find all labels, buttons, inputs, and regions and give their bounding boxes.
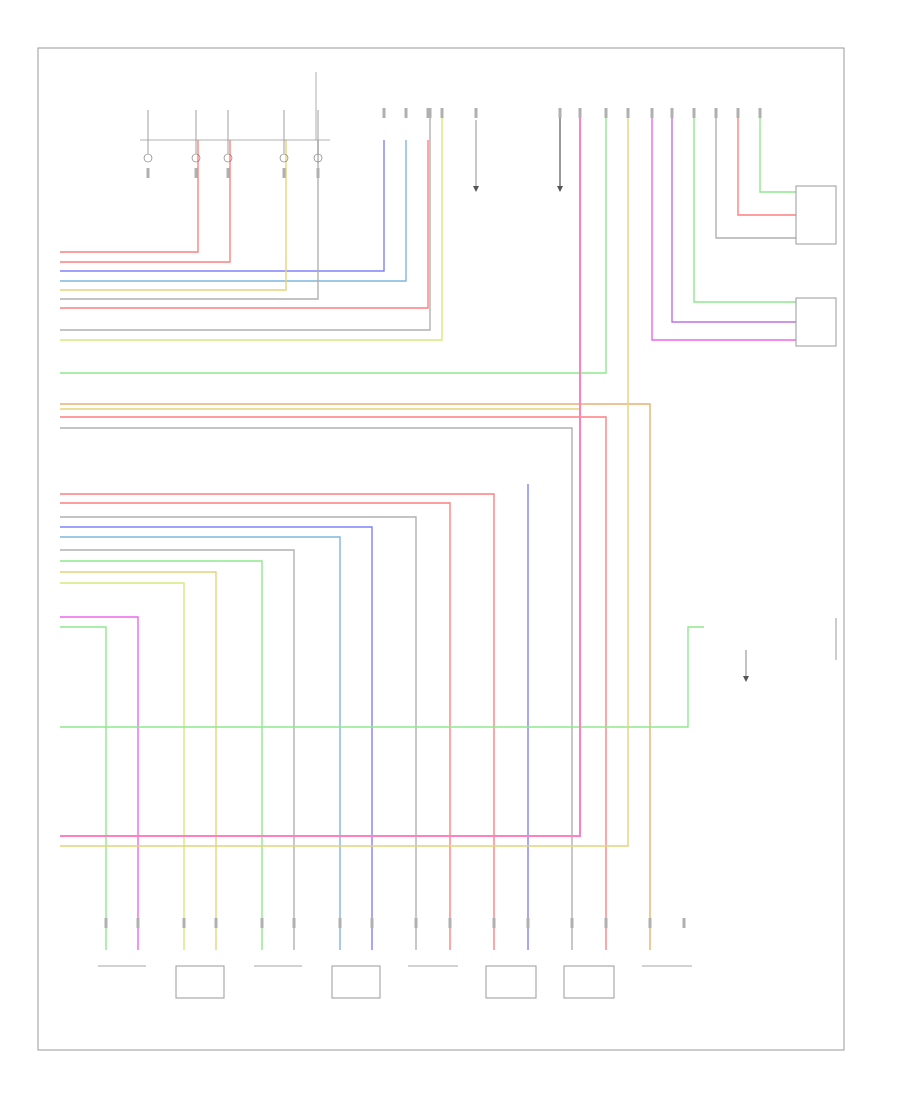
diagram-border [37,47,845,1051]
wire-terminal-marker [282,168,286,178]
wire-terminal-marker [558,108,562,118]
seat-belt-sensor-box [795,185,837,245]
wire-terminal-marker [692,108,696,118]
wire-terminal-marker [104,918,108,928]
wire-terminal-marker [136,918,140,928]
component-box [485,965,537,999]
wire-yg-d [60,582,185,950]
wire-terminal-marker [226,168,230,178]
component-box [175,965,225,999]
wire-red-b [60,493,495,950]
wire-terminal-marker [440,108,444,118]
wire-terminal-marker [182,918,186,928]
wire-terminal-marker [146,168,150,178]
fuse-icon [143,153,153,163]
wire-top-2 [60,140,385,272]
wire-terminal-marker [414,918,418,928]
wire-top-6 [60,140,429,309]
wire-mid-green [60,110,607,374]
wire-terminal-marker [570,918,574,928]
wire-gray-long [60,427,573,950]
wire-terminal-marker [492,918,496,928]
wire-right-6 [651,110,796,341]
wire-green-d [60,560,263,950]
wire-terminal-marker [426,108,430,118]
wire-terminal-marker [604,108,608,118]
seat-position-sensor-box [795,297,837,347]
wire-lb-c [60,536,341,950]
fuse-icon [191,153,201,163]
wire-top-4 [60,140,287,291]
wire-terminal-marker [316,168,320,178]
ground-arrow-icon [473,186,479,192]
wire-terminal-marker [648,918,652,928]
wire-right-2 [737,110,796,216]
wire-top-0 [60,140,199,253]
wire-terminal-marker [526,918,530,928]
wire-orange-long [60,403,651,950]
wire-red-long [60,416,607,950]
wire-terminal-marker [604,918,608,928]
wire-terminal-marker [626,108,630,118]
wire-terminal-marker [736,108,740,118]
wire-terminal-marker [338,918,342,928]
wire-magenta-e [60,616,139,950]
wire-right-3 [715,110,796,239]
symbol-layer [98,72,837,999]
wire-terminal-marker [448,918,452,928]
wire-right-5 [671,110,796,323]
wire-layer [60,110,796,950]
wire-terminal-marker [474,108,478,118]
wire-terminal-marker [382,108,386,118]
wire-top-1 [60,140,231,263]
wire-terminal-marker [758,108,762,118]
wire-terminal-marker [578,108,582,118]
fuse-icon [223,153,233,163]
wire-gray-c [60,516,417,950]
wire-top-gray [60,110,431,331]
wire-green-horizontal [60,626,704,728]
wire-terminal-marker [428,108,432,118]
ground-arrow-icon [743,676,749,682]
wire-gray-d [60,549,295,950]
component-box [331,965,381,999]
wire-top-5 [60,140,319,300]
wire-terminal-marker [650,108,654,118]
wire-top-yg [60,110,443,341]
wire-terminal-marker [194,168,198,178]
wire-right-4 [693,110,796,303]
wire-yellow-d [60,571,217,950]
wire-terminal-marker [670,108,674,118]
wire-blue-c [60,526,373,950]
wire-terminal-marker [404,108,408,118]
wire-terminal-marker [260,918,264,928]
wire-green-e [60,626,107,950]
wire-terminal-marker [370,918,374,928]
wire-terminal-marker [682,918,686,928]
wire-terminal-marker [292,918,296,928]
wire-top-3 [60,140,407,282]
wire-pink-horizontal [60,110,581,837]
ground-arrow-icon [557,186,563,192]
wire-red-c [60,502,451,950]
wire-yellow-lower [60,110,629,847]
wire-right-1 [759,110,796,193]
wire-terminal-marker [714,108,718,118]
fuse-icon [279,153,289,163]
wire-terminal-marker [214,918,218,928]
component-box [563,965,615,999]
